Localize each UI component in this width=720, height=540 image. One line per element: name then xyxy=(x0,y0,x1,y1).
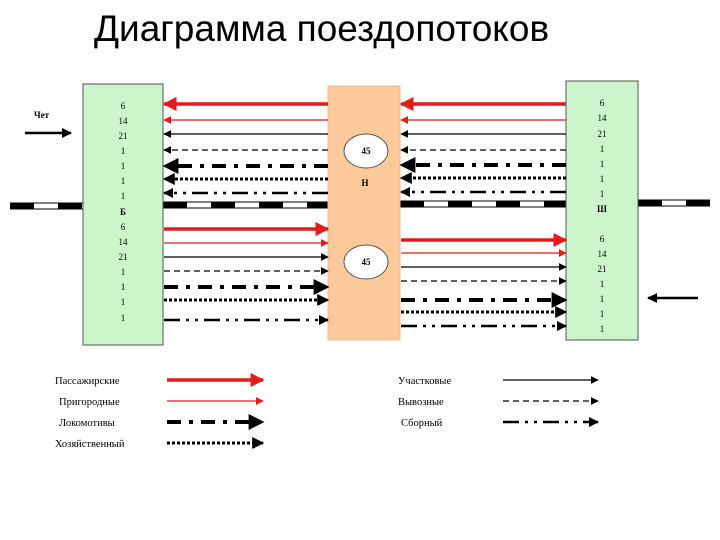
direction-label: Чет xyxy=(34,110,50,120)
train-count: 1 xyxy=(121,146,126,156)
train-count: 21 xyxy=(119,252,128,262)
train-count: 14 xyxy=(598,113,608,123)
legend-label-district: Участковые xyxy=(398,376,451,387)
train-count: 1 xyxy=(121,297,126,307)
train-count: 14 xyxy=(598,249,608,259)
legend-label-service: Хозяйственный xyxy=(55,439,125,450)
station-b-name: Б xyxy=(120,207,126,217)
legend-label-export: Вывозные xyxy=(398,397,444,408)
legend-label-passenger: Пассажирские xyxy=(55,376,120,387)
legend-label-locomotive: Локомотивы xyxy=(59,418,115,429)
train-count: 1 xyxy=(600,309,605,319)
station-n-upper-ellipse xyxy=(343,133,389,169)
train-count: 1 xyxy=(600,279,605,289)
page-title: Диаграмма поездопотоков xyxy=(94,8,550,49)
station-n-box xyxy=(327,85,401,341)
train-count: 1 xyxy=(121,267,126,277)
station-n-lower-value: 45 xyxy=(362,257,372,267)
train-count: 1 xyxy=(600,189,605,199)
train-count: 1 xyxy=(121,161,126,171)
train-count: 6 xyxy=(600,234,605,244)
train-count: 1 xyxy=(600,144,605,154)
train-count: 21 xyxy=(598,129,607,139)
legend-label-pickup: Сборный xyxy=(401,418,443,429)
train-count: 1 xyxy=(121,176,126,186)
train-count: 1 xyxy=(600,174,605,184)
train-count: 14 xyxy=(119,237,129,247)
train-count: 6 xyxy=(600,98,605,108)
station-b-box xyxy=(82,83,164,346)
train-count: 1 xyxy=(121,313,126,323)
train-count: 1 xyxy=(600,294,605,304)
train-count: 1 xyxy=(121,282,126,292)
station-n-upper-value: 45 xyxy=(362,146,372,156)
station-n-name: Н xyxy=(361,178,368,188)
station-sh-box xyxy=(565,80,639,341)
train-count: 6 xyxy=(121,222,126,232)
train-count: 14 xyxy=(119,116,129,126)
train-count: 6 xyxy=(121,101,126,111)
train-count: 21 xyxy=(598,264,607,274)
station-n-lower-ellipse xyxy=(343,244,389,280)
train-count: 21 xyxy=(119,131,128,141)
train-count: 1 xyxy=(121,191,126,201)
train-count: 1 xyxy=(600,159,605,169)
train-count: 1 xyxy=(600,324,605,334)
station-sh-name: Ш xyxy=(597,204,607,214)
legend-label-suburban: Пригородные xyxy=(59,397,120,408)
